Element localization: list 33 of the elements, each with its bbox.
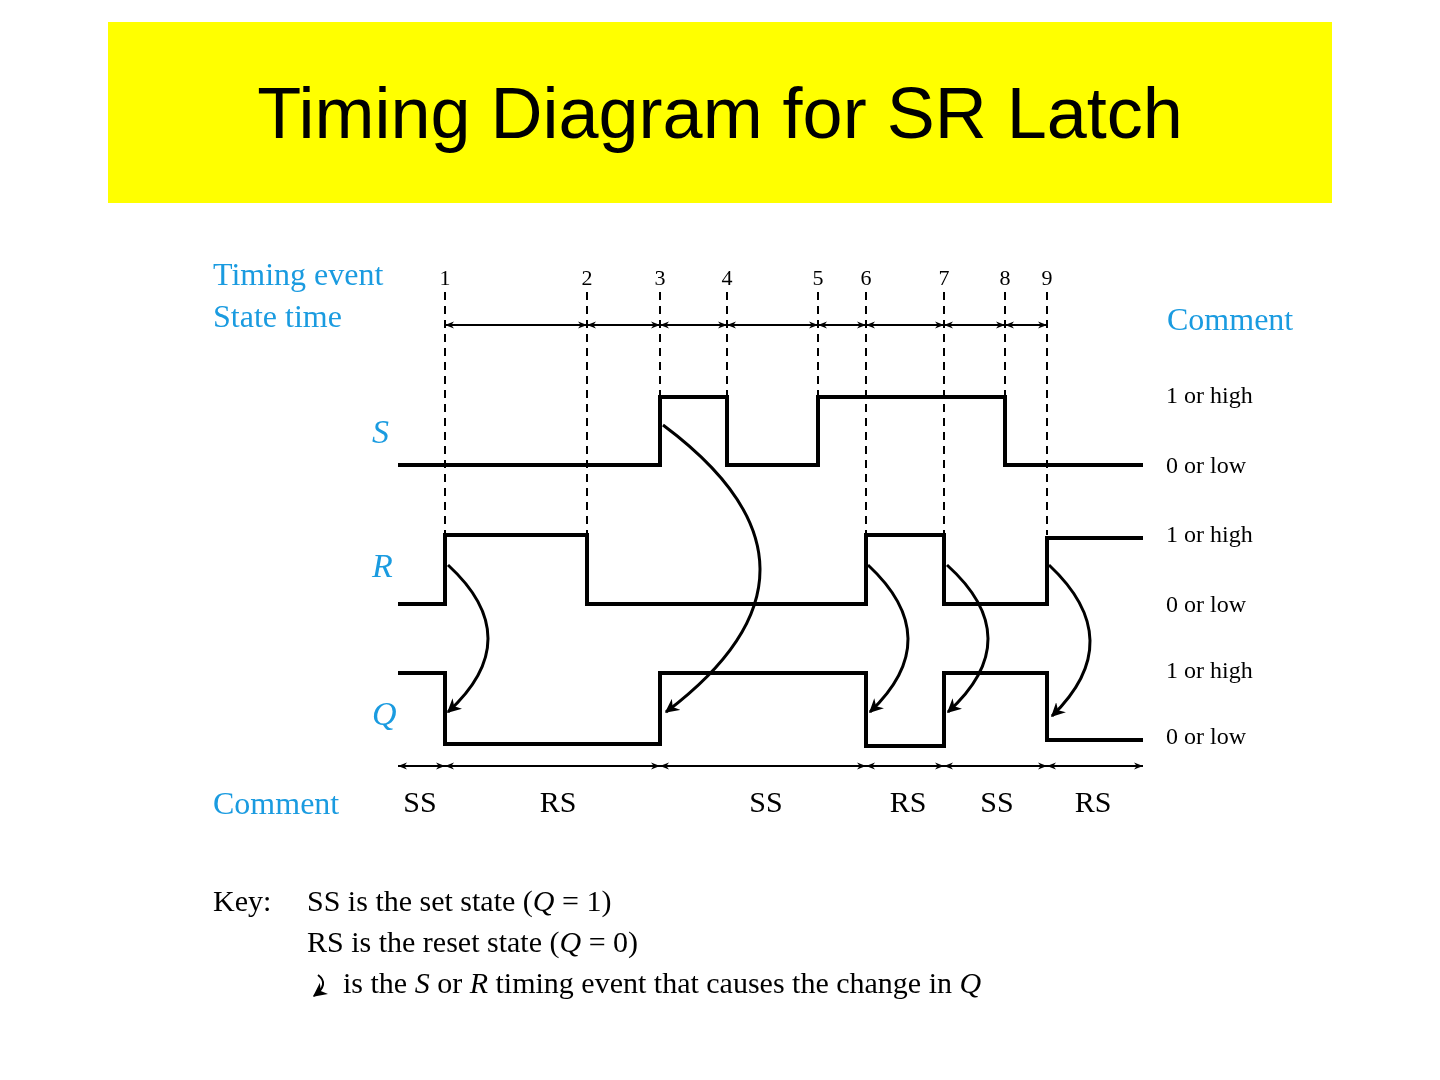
state-label: RS (539, 787, 577, 817)
state-label: RS (1074, 787, 1112, 817)
key-text: RS is the reset state (Q = 0) (307, 927, 639, 957)
event-number: 7 (938, 267, 950, 289)
key-heading: Key: (213, 886, 272, 916)
signal-name: Q (372, 697, 397, 731)
event-number: 8 (999, 267, 1011, 289)
level-label: 0 or low (1166, 724, 1246, 748)
column-heading: Comment (1167, 303, 1294, 335)
axis-label: Timing event (213, 258, 384, 290)
state-label: SS (403, 787, 437, 817)
event-number: 4 (721, 267, 733, 289)
event-number: 9 (1041, 267, 1053, 289)
event-number: 1 (439, 267, 451, 289)
state-label: SS (749, 787, 783, 817)
level-label: 0 or low (1166, 453, 1246, 477)
level-label: 1 or high (1166, 383, 1253, 407)
key-text: SS is the set state (Q = 1) (307, 886, 612, 916)
event-number: 3 (654, 267, 666, 289)
signal-name: R (372, 549, 393, 583)
event-number: 5 (812, 267, 824, 289)
title: Timing Diagram for SR Latch (108, 22, 1332, 203)
event-number: 2 (581, 267, 593, 289)
axis-label: State time (213, 300, 342, 332)
level-label: 1 or high (1166, 522, 1253, 546)
state-label: SS (980, 787, 1014, 817)
key-text: is the S or R timing event that causes the change in Q (343, 968, 982, 998)
event-number: 6 (860, 267, 872, 289)
level-label: 1 or high (1166, 658, 1253, 682)
row-heading: Comment (213, 787, 340, 819)
signal-name: S (372, 415, 389, 449)
state-label: RS (889, 787, 927, 817)
level-label: 0 or low (1166, 592, 1246, 616)
